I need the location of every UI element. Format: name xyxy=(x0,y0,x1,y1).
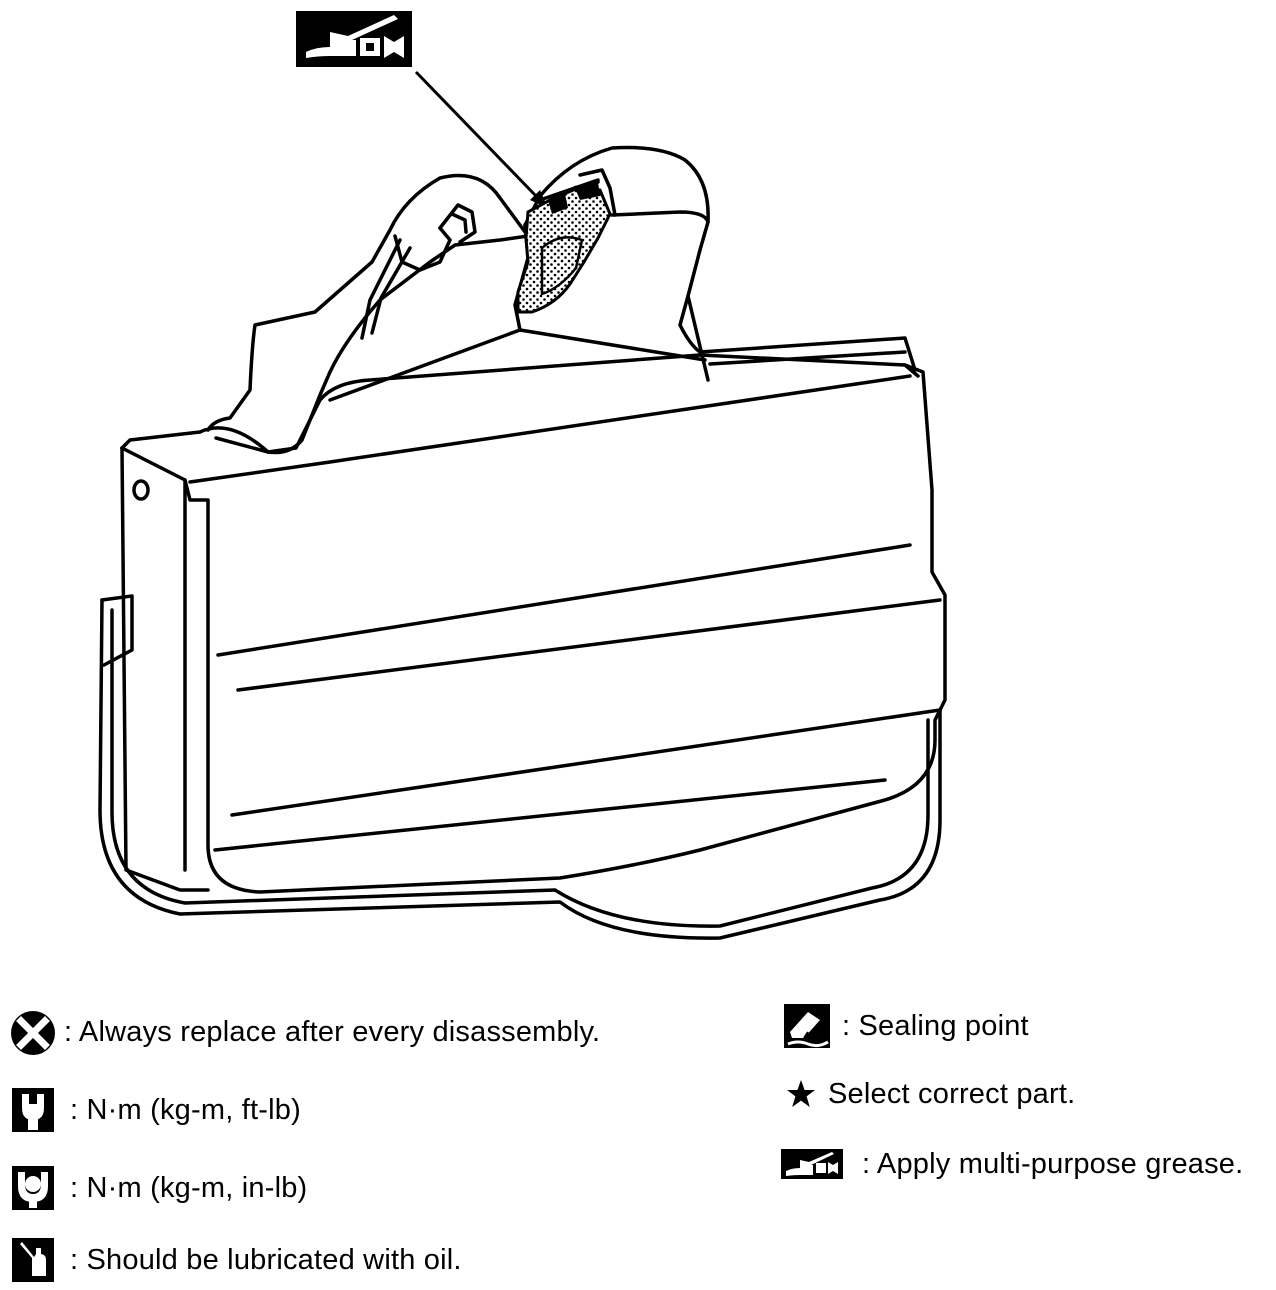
legend-text-select-part: Select correct part. xyxy=(828,1077,1076,1110)
callout-leader-arrow xyxy=(414,70,548,208)
door-lock-diagram xyxy=(98,11,947,940)
door-lock-part xyxy=(98,145,947,940)
oil-can-icon xyxy=(12,1238,54,1282)
callout-grease-gun-icon xyxy=(296,11,412,67)
torque-in-lb-icon xyxy=(12,1166,54,1210)
legend-text-grease: : Apply multi-purpose grease. xyxy=(862,1147,1244,1180)
grease-gun-icon xyxy=(781,1149,843,1179)
always-replace-icon xyxy=(11,1011,55,1055)
legend-text-always-replace: : Always replace after every disassembly… xyxy=(64,1015,601,1048)
legend-item-grease: : Apply multi-purpose grease. xyxy=(780,1134,1243,1194)
legend-item-always-replace: : Always replace after every disassembly… xyxy=(8,1002,600,1062)
sealing-point-icon xyxy=(784,1004,830,1048)
legend-item-torque-in-lb: : N·m (kg-m, in-lb) xyxy=(10,1158,307,1218)
legend-item-select-part: Select correct part. xyxy=(786,1064,1075,1124)
legend-item-sealing-point: : Sealing point xyxy=(782,996,1029,1056)
legend-text-torque-ft-lb: : N·m (kg-m, ft-lb) xyxy=(70,1093,301,1126)
legend-text-oil-can: : Should be lubricated with oil. xyxy=(70,1243,462,1276)
legend-item-torque-ft-lb: : N·m (kg-m, ft-lb) xyxy=(10,1080,301,1140)
star-icon xyxy=(787,1080,815,1107)
legend-text-sealing-point: : Sealing point xyxy=(842,1009,1029,1042)
legend-item-oil-can: : Should be lubricated with oil. xyxy=(10,1230,462,1290)
torque-ft-lb-icon xyxy=(12,1088,54,1132)
legend-text-torque-in-lb: : N·m (kg-m, in-lb) xyxy=(70,1171,308,1204)
grease-application-area xyxy=(516,182,612,314)
